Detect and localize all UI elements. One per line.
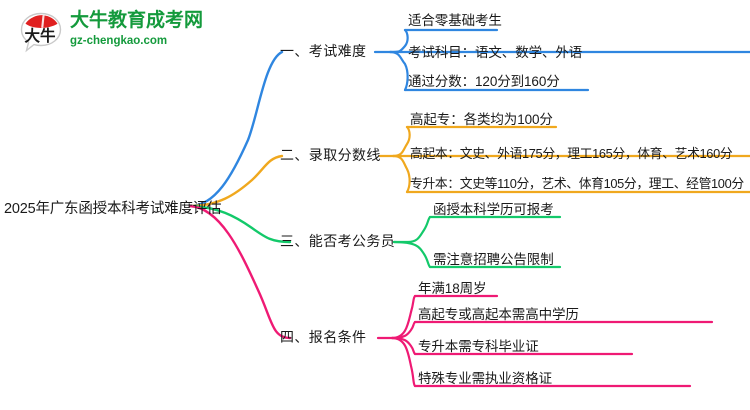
- logo-title: 大牛教育成考网: [70, 10, 204, 31]
- leaf-application-requirements-4[interactable]: 特殊专业需执业资格证: [418, 371, 552, 386]
- logo-text: 大牛教育成考网 gz-chengkao.com: [70, 10, 203, 49]
- leaf-civil-servant-eligibility-1[interactable]: 函授本科学历可报考: [433, 202, 554, 217]
- daniu-speech-bubble-logo-icon: 大牛: [18, 10, 64, 54]
- leaf-exam-difficulty-3[interactable]: 通过分数：120分到160分: [408, 74, 560, 89]
- svg-text:大牛: 大牛: [24, 26, 56, 45]
- branch-label-admission-score-line[interactable]: 二、录取分数线: [280, 147, 381, 163]
- branch-label-application-requirements[interactable]: 四、报名条件: [280, 329, 367, 345]
- branch-connector-admission-score-line: [188, 125, 750, 208]
- root-node-label[interactable]: 2025年广东函授本科考试难度评估: [4, 201, 222, 217]
- leaf-exam-difficulty-1[interactable]: 适合零基础考生: [408, 13, 502, 28]
- leaf-application-requirements-3[interactable]: 专升本需专科毕业证: [418, 339, 539, 354]
- logo-domain: gz-chengkao.com: [70, 35, 168, 47]
- leaf-admission-score-line-1[interactable]: 高起专：各类均为100分: [410, 112, 553, 127]
- branch-label-civil-servant-eligibility[interactable]: 三、能否考公务员: [280, 233, 396, 249]
- leaf-exam-difficulty-2[interactable]: 考试科目：语文、数学、外语: [408, 45, 583, 60]
- leaf-application-requirements-2[interactable]: 高起专或高起本需高中学历: [418, 307, 579, 322]
- branch-label-exam-difficulty[interactable]: 一、考试难度: [280, 43, 367, 59]
- leaf-admission-score-line-2[interactable]: 高起本：文史、外语175分，理工165分，体育、艺术160分: [410, 146, 733, 161]
- leaf-application-requirements-1[interactable]: 年满18周岁: [418, 281, 487, 296]
- site-logo[interactable]: 大牛 大牛教育成考网 gz-chengkao.com: [18, 8, 218, 58]
- leaf-admission-score-line-3[interactable]: 专升本：文史等110分，艺术、体育105分，理工、经管100分: [410, 176, 744, 191]
- leaf-civil-servant-eligibility-2[interactable]: 需注意招聘公告限制: [433, 252, 554, 267]
